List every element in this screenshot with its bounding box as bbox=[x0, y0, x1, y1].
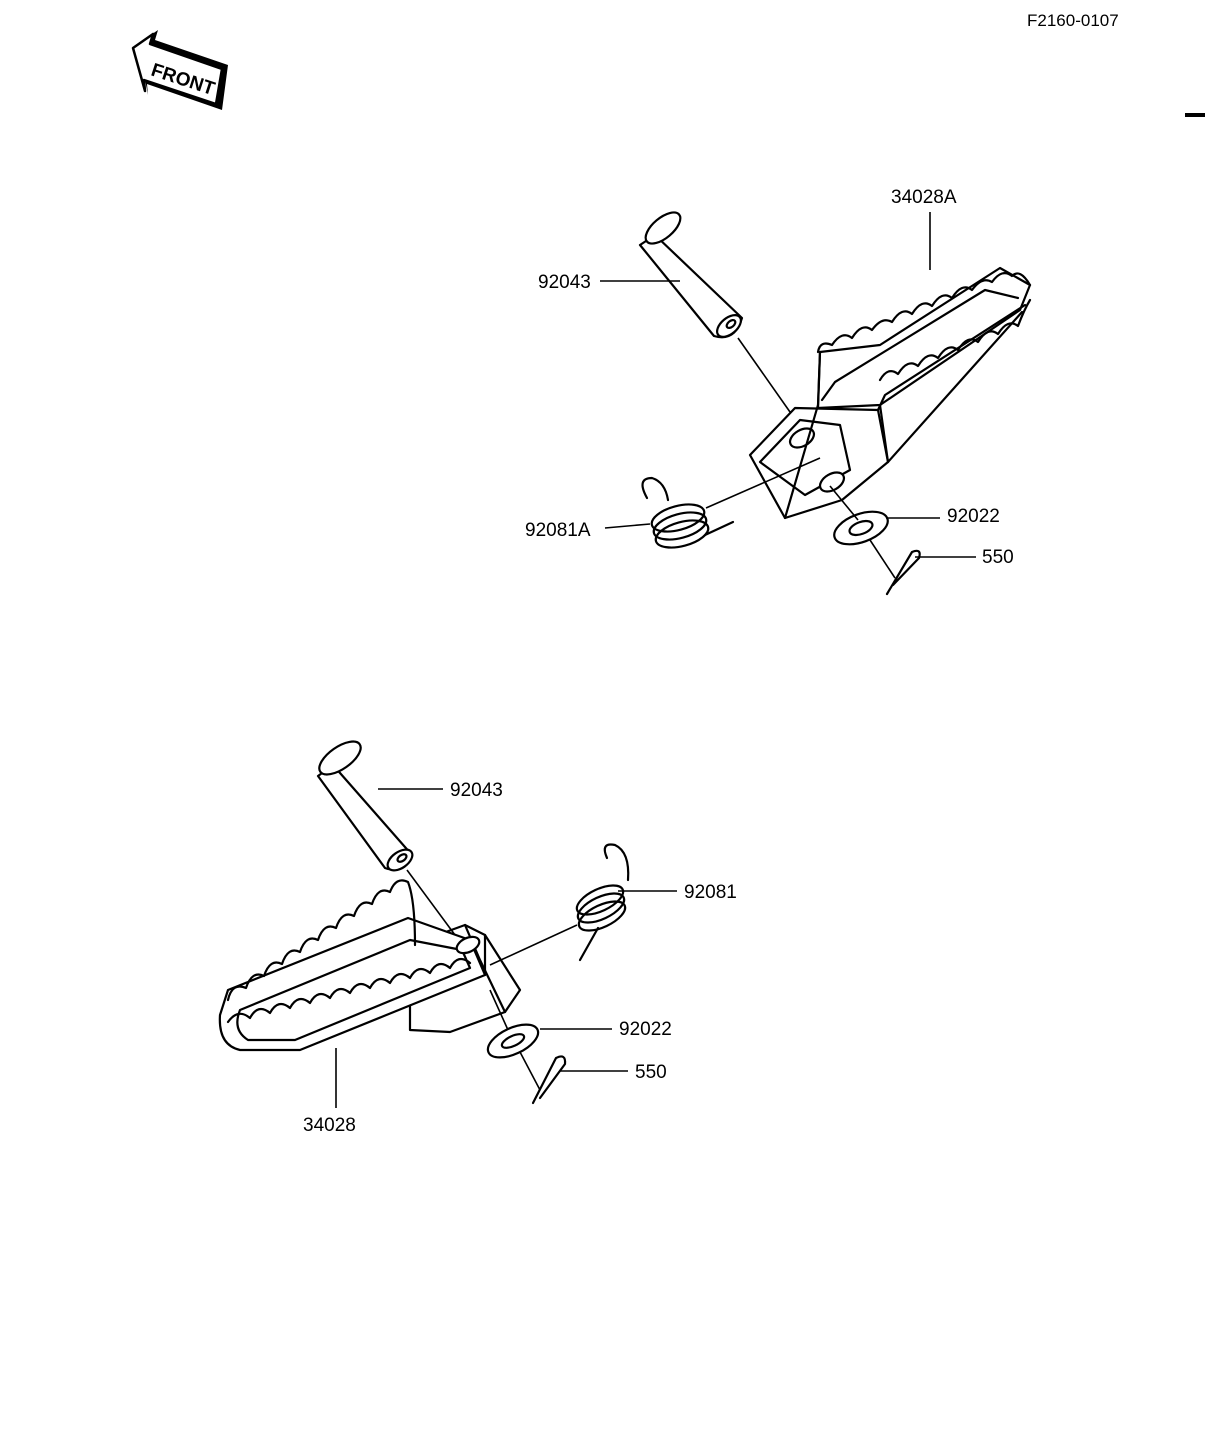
lower-pivot-pin bbox=[316, 740, 414, 872]
lower-torsion-spring bbox=[575, 843, 630, 962]
lower-washer bbox=[486, 1023, 540, 1059]
front-arrow-icon: FRONT bbox=[131, 30, 228, 110]
upper-torsion-spring bbox=[641, 476, 735, 549]
upper-cotter-pin bbox=[885, 549, 921, 596]
label-upper-pin: 92043 bbox=[538, 272, 591, 293]
label-lower-pin: 92043 bbox=[450, 780, 503, 801]
edge-mark bbox=[1185, 113, 1205, 117]
upper-pivot-pin bbox=[638, 211, 744, 339]
lower-footpeg bbox=[218, 879, 522, 1052]
label-lower-cotter-pin: 550 bbox=[635, 1062, 667, 1083]
upper-assembly: 92043 34028A 92081A 92022 550 bbox=[525, 187, 1032, 596]
upper-washer bbox=[833, 510, 889, 546]
label-lower-spring: 92081 bbox=[684, 882, 737, 903]
label-upper-footpeg: 34028A bbox=[891, 187, 957, 208]
upper-footpeg bbox=[748, 266, 1032, 520]
lower-assembly: 92043 92081 92022 550 34028 bbox=[218, 740, 737, 1136]
lower-cotter-pin bbox=[531, 1055, 567, 1105]
label-upper-washer: 92022 bbox=[947, 506, 1000, 527]
label-upper-cotter-pin: 550 bbox=[982, 547, 1014, 568]
label-lower-footpeg: 34028 bbox=[303, 1115, 356, 1136]
label-lower-washer: 92022 bbox=[619, 1019, 672, 1040]
figure-code: F2160-0107 bbox=[1027, 11, 1119, 30]
label-upper-spring: 92081A bbox=[525, 520, 591, 541]
